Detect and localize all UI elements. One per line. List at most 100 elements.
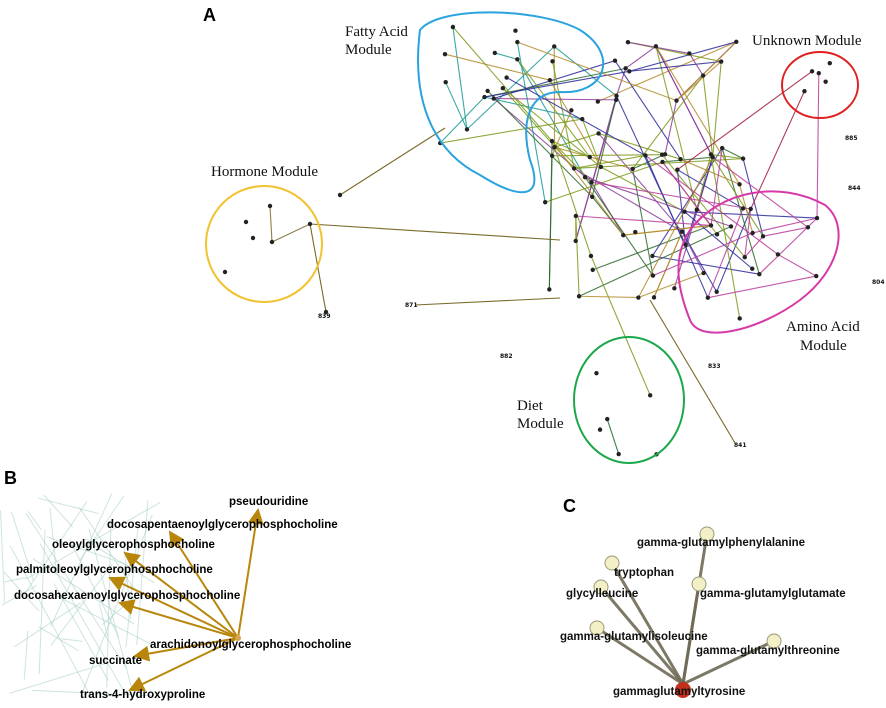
network-edge bbox=[638, 272, 704, 299]
network-edge bbox=[688, 53, 704, 76]
network-edge bbox=[762, 226, 809, 237]
network-edge bbox=[554, 132, 599, 148]
background-edge bbox=[10, 511, 34, 581]
panel-c-labels: gammaglutamyltyrosine gamma-glutamylphen… bbox=[560, 537, 846, 698]
network-edge bbox=[553, 46, 617, 97]
network-node bbox=[678, 156, 683, 162]
network-node bbox=[569, 108, 574, 113]
panel-b-labels: arachidonoylglycerophosphocholine pseudo… bbox=[14, 496, 351, 701]
network-edge bbox=[592, 224, 712, 271]
network-edge bbox=[625, 45, 657, 69]
network-edge bbox=[598, 133, 683, 233]
network-edge bbox=[575, 215, 580, 297]
network-node bbox=[719, 145, 725, 151]
background-edge bbox=[23, 630, 29, 680]
star-edge bbox=[596, 626, 684, 686]
panel-c-nodes bbox=[589, 526, 782, 698]
background-edge bbox=[50, 493, 113, 627]
network-edge bbox=[516, 42, 546, 203]
background-edge bbox=[4, 577, 27, 583]
arrow-edge bbox=[123, 551, 239, 639]
network-edge bbox=[655, 46, 698, 210]
network-edge bbox=[816, 73, 820, 219]
network-node bbox=[250, 235, 256, 241]
network-edge bbox=[309, 223, 561, 241]
network-node bbox=[705, 295, 711, 300]
network-node bbox=[623, 66, 628, 71]
network-edge bbox=[548, 141, 553, 290]
network-node bbox=[687, 51, 692, 56]
network-edge bbox=[744, 208, 752, 258]
network-node bbox=[500, 86, 506, 91]
network-edge bbox=[444, 53, 551, 81]
network-node bbox=[775, 252, 781, 257]
network-node bbox=[616, 451, 621, 457]
network-edge bbox=[484, 70, 630, 98]
fatty-acid-module-label-line1: Fatty Acid bbox=[345, 24, 408, 40]
network-node bbox=[588, 253, 594, 259]
arrow-edge bbox=[168, 530, 239, 639]
network-node bbox=[683, 242, 688, 247]
background-edge bbox=[84, 538, 118, 550]
background-edge bbox=[0, 510, 5, 603]
diet-module-label-line2: Module bbox=[517, 416, 564, 432]
network-edge bbox=[629, 61, 722, 72]
star-edge bbox=[681, 583, 701, 685]
network-edge bbox=[632, 153, 666, 170]
network-node bbox=[701, 270, 706, 276]
network-edge bbox=[493, 97, 617, 101]
network-node bbox=[757, 271, 762, 277]
network-node bbox=[485, 88, 490, 94]
network-node bbox=[571, 166, 577, 171]
network-edge bbox=[581, 118, 602, 168]
unknown-module-outline bbox=[781, 51, 859, 119]
arrow-edge bbox=[128, 637, 239, 692]
network-edge bbox=[623, 224, 712, 236]
node-label: 841 bbox=[734, 442, 747, 449]
network-edge bbox=[677, 70, 813, 171]
network-edge bbox=[591, 181, 751, 210]
node-label: 833 bbox=[708, 363, 721, 370]
background-edge bbox=[9, 545, 90, 695]
network-edge bbox=[597, 41, 737, 103]
network-edge bbox=[710, 154, 741, 319]
network-edge bbox=[632, 168, 654, 276]
background-edge bbox=[136, 500, 149, 646]
network-node bbox=[823, 79, 828, 84]
network-edge bbox=[707, 275, 817, 299]
arrow-edge bbox=[108, 576, 239, 639]
network-a-edges bbox=[269, 26, 820, 455]
background-edge bbox=[61, 638, 83, 642]
background-edge bbox=[38, 529, 46, 675]
background-edge bbox=[32, 558, 135, 625]
network-edge bbox=[516, 59, 586, 178]
network-node bbox=[621, 232, 626, 238]
network-node bbox=[714, 232, 720, 237]
unknown-module-label: Unknown Module bbox=[752, 33, 862, 49]
network-edge bbox=[502, 87, 602, 168]
network-node bbox=[737, 316, 742, 321]
background-edge bbox=[3, 571, 40, 612]
network-node bbox=[515, 39, 520, 45]
network-node bbox=[660, 159, 665, 165]
network-node bbox=[633, 229, 638, 235]
network-edge bbox=[271, 223, 311, 243]
network-node bbox=[222, 269, 228, 275]
network-node bbox=[714, 289, 719, 294]
network-edge bbox=[506, 77, 646, 156]
network-node bbox=[650, 273, 656, 278]
network-node bbox=[442, 51, 448, 57]
amino-acid-module-label-line2: Module bbox=[800, 338, 847, 354]
panel-b-edges bbox=[108, 508, 264, 692]
network-node bbox=[590, 267, 595, 273]
network-node bbox=[597, 427, 603, 432]
network-node bbox=[740, 206, 746, 211]
network-node bbox=[605, 416, 610, 422]
network-node bbox=[552, 44, 557, 49]
panel-letter-b: B bbox=[4, 468, 17, 488]
fatty-acid-module-outline bbox=[417, 11, 605, 194]
network-node bbox=[674, 98, 679, 103]
network-edge bbox=[575, 215, 712, 226]
network-edge bbox=[452, 26, 553, 142]
